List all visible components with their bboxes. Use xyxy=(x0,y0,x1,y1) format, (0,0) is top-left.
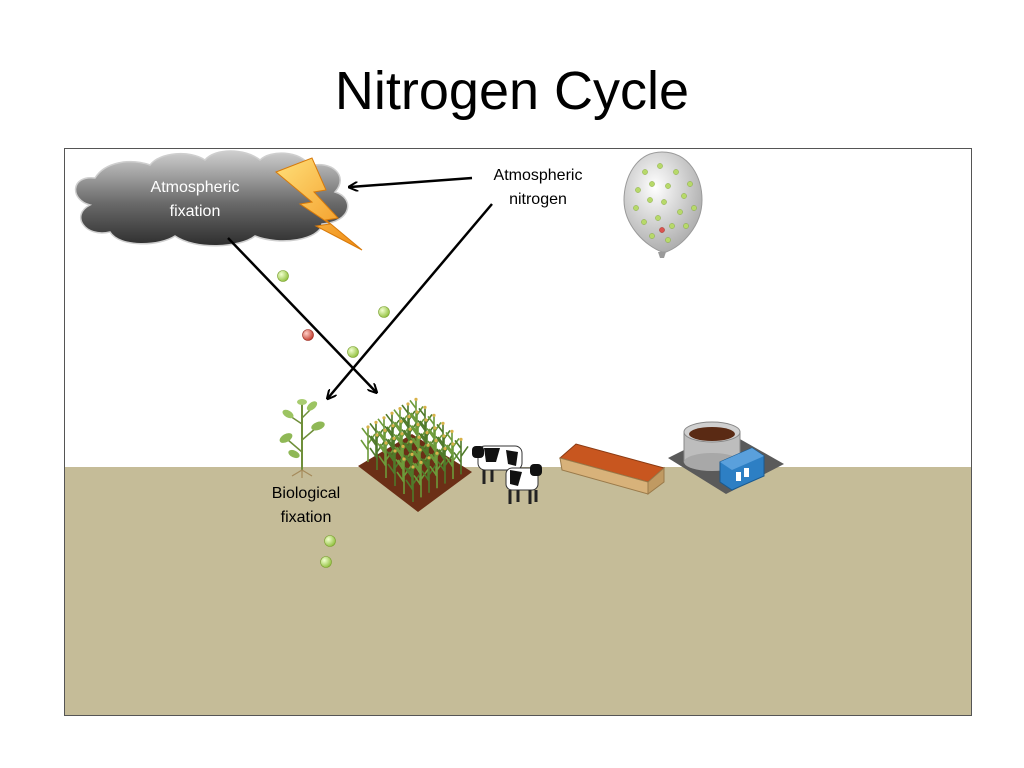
livestock-barn-icon xyxy=(558,443,666,495)
corn-stalk xyxy=(426,413,442,451)
nitrogen-molecule xyxy=(661,199,667,205)
corn-stalk xyxy=(413,460,429,498)
balloon-nitrogen-molecules xyxy=(633,163,697,243)
atmospheric-nitrogen-label: Atmospheric nitrogen xyxy=(493,167,583,208)
corn-stalk xyxy=(427,426,443,463)
corn-stalks xyxy=(360,397,469,502)
nitrogen-molecule xyxy=(657,163,663,169)
biological-fixation-label: Biological fixation xyxy=(271,485,341,526)
corn-stalk xyxy=(401,415,417,452)
lightning-bolt-icon xyxy=(275,157,363,251)
corn-stalk xyxy=(419,431,435,468)
corn-stalk xyxy=(385,424,401,461)
manure-digester-icon xyxy=(668,421,784,494)
nitrogen-molecule xyxy=(347,346,359,358)
corn-stalk xyxy=(377,428,393,466)
nitrogen-molecule xyxy=(665,237,671,243)
nitrogen-molecule xyxy=(635,187,641,193)
other-molecule xyxy=(302,329,314,341)
corn-stalk xyxy=(405,465,421,502)
corn-stalk xyxy=(392,407,408,444)
corn-stalk xyxy=(368,420,384,458)
corn-stalk xyxy=(404,452,420,490)
nitrogen-molecule xyxy=(691,205,697,211)
corn-stalk xyxy=(453,437,469,475)
nitrogen-molecule xyxy=(649,233,655,239)
nitrogen-molecule xyxy=(669,223,675,229)
nitrogen-molecule xyxy=(687,181,693,187)
corn-stalk xyxy=(411,435,427,473)
nitrogen-molecule xyxy=(655,215,661,221)
nitrogen-molecule xyxy=(649,181,655,187)
corn-stalk xyxy=(394,432,410,469)
corn-stalk xyxy=(409,410,425,447)
corn-stalk xyxy=(360,425,376,462)
nitrogen-molecule xyxy=(665,183,671,189)
corn-stalk xyxy=(436,434,452,471)
nitrogen-molecule xyxy=(633,205,639,211)
corn-stalk xyxy=(395,444,411,482)
nitrogen-molecule xyxy=(277,270,289,282)
corn-stalk xyxy=(386,436,402,474)
slide-title: Nitrogen Cycle xyxy=(334,61,690,121)
nitrogen-molecule xyxy=(378,306,390,318)
nitrogen-molecule xyxy=(320,556,332,568)
corn-stalk xyxy=(408,397,424,435)
nitrogen-balloon-icon xyxy=(623,151,703,258)
process-arrows xyxy=(227,176,493,398)
corn-stalk xyxy=(369,433,385,470)
corn-stalk xyxy=(384,411,400,449)
corn-stalk xyxy=(410,423,426,460)
corn-stalk xyxy=(387,449,403,486)
nitrogen-molecule xyxy=(641,219,647,225)
cow-icon xyxy=(472,445,523,484)
corn-stalk xyxy=(429,451,445,489)
nitrogen-molecules xyxy=(277,270,390,568)
corn-stalk xyxy=(428,439,444,476)
arrow-nitrogen-to-plant xyxy=(328,203,493,398)
nitrogen-molecule xyxy=(647,197,653,203)
corn-stalk xyxy=(445,442,461,479)
corn-stalk xyxy=(376,416,392,453)
soil-ground xyxy=(65,467,971,715)
dairy-cows-icon xyxy=(472,445,542,504)
corn-stalk xyxy=(396,457,412,494)
corn-stalk xyxy=(437,447,453,484)
nitrogen-molecule xyxy=(642,169,648,175)
corn-stalk xyxy=(400,402,416,439)
corn-stalk xyxy=(402,427,418,465)
nitrogen-molecule xyxy=(681,193,687,199)
corn-field-icon xyxy=(358,397,472,512)
atmospheric-fixation-label: Atmospheric fixation xyxy=(150,179,240,220)
nitrogen-molecule xyxy=(677,209,683,215)
corn-stalk xyxy=(435,421,451,459)
legume-plant-icon xyxy=(279,399,325,478)
cow-icon xyxy=(505,464,542,504)
nitrogen-molecule xyxy=(673,169,679,175)
nitrogen-molecule xyxy=(324,535,336,547)
corn-stalk xyxy=(421,456,437,493)
corn-stalk xyxy=(420,443,436,481)
corn-stalk xyxy=(378,441,394,478)
arrow-to-cloud xyxy=(350,176,473,187)
corn-stalk xyxy=(393,419,409,457)
arrow-cloud-to-crops xyxy=(227,237,376,392)
corn-stalk xyxy=(412,448,428,485)
corn-stalk xyxy=(417,405,433,443)
corn-stalk xyxy=(403,440,419,477)
other-molecule xyxy=(659,227,665,233)
corn-stalk xyxy=(444,429,460,467)
corn-stalk xyxy=(418,418,434,455)
nitrogen-molecule xyxy=(683,223,689,229)
